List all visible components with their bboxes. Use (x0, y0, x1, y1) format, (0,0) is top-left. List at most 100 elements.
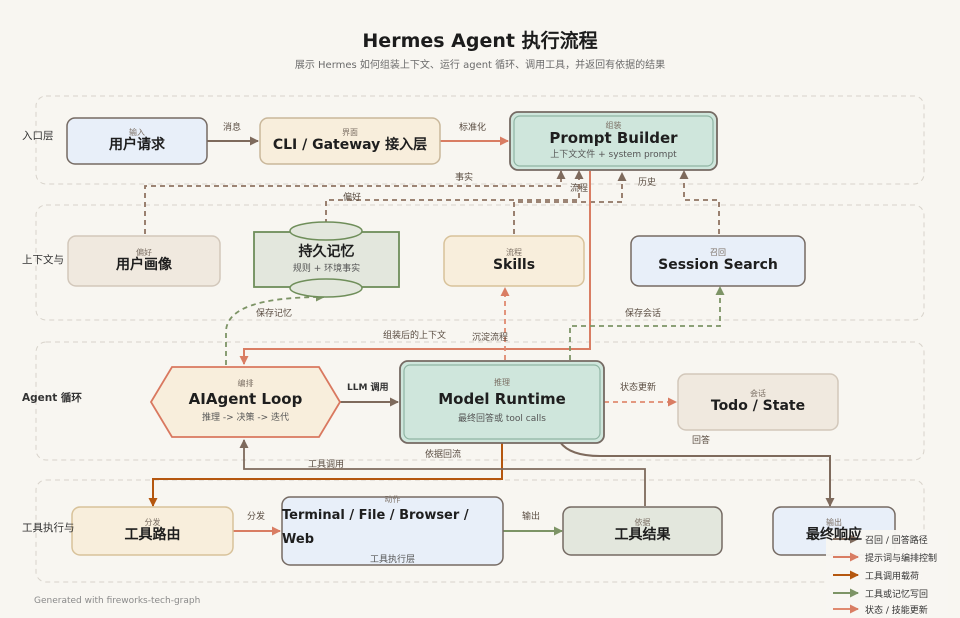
edge-runtime-to-router (148, 442, 503, 507)
node-memory-top (289, 221, 363, 241)
legend-label-prompt-control: 提示词与编排控制 (865, 554, 938, 564)
node-sub: 最终回答或 tool calls (458, 414, 546, 424)
node-cli-gateway-box (259, 117, 441, 165)
node-sub: 规则 + 环境事实 (292, 264, 361, 274)
node-tag: 输入 (129, 128, 145, 137)
node-tag: 分发 (144, 518, 161, 527)
edge-label-distill-flow: 沉淀流程 (472, 333, 509, 343)
node-todo-state[interactable]: 会话 Todo / State (678, 374, 838, 430)
node-prompt-builder-inner (513, 115, 714, 167)
edge-label-save-session: 保存会话 (625, 309, 662, 319)
edge-skills-to-prompt (513, 172, 627, 234)
node-session-search[interactable]: 召回 Session Search (631, 236, 805, 286)
node-tag: 依据 (634, 518, 651, 527)
edge-label-history: 历史 (638, 178, 657, 188)
node-todo-state-box (677, 373, 839, 431)
node-label: Prompt Builder (549, 128, 678, 147)
node-model-runtime[interactable]: 推理 Model Runtime 最终回答或 tool calls (400, 361, 604, 443)
edge-label-message: 消息 (223, 123, 242, 133)
edge-label-save-memory: 保存记忆 (256, 309, 293, 319)
node-label: Session Search (658, 257, 778, 273)
edge-label-llm-call: LLM 调用 (347, 383, 389, 393)
node-label: 最终响应 (806, 527, 862, 543)
edge-label-answer: 回答 (692, 436, 711, 446)
edge-label-normalize: 标准化 (459, 123, 487, 133)
edge-runtime-to-final (559, 441, 835, 507)
node-label: 工具路由 (124, 527, 181, 543)
node-session-search-box (630, 235, 806, 287)
diagram-title: Hermes Agent 执行流程 (362, 30, 598, 52)
edge-result-to-agent (239, 439, 646, 506)
node-tag: 流程 (506, 248, 522, 257)
node-tool-result-box (562, 506, 723, 556)
edge-session-to-prompt (679, 170, 720, 234)
edge-memory-to-prompt (325, 170, 584, 224)
node-prompt-builder-box (509, 111, 718, 171)
node-terminal-box (281, 496, 504, 566)
lane-label-tools: 工具执行与 (22, 522, 75, 534)
node-tag: 输出 (826, 518, 842, 527)
node-label: 用户请求 (109, 137, 165, 153)
lane-label-entry: 入口层 (22, 130, 54, 142)
legend-label-recall: 召回 / 回答路径 (865, 536, 928, 546)
legend-label-writeback: 工具或记忆写回 (865, 590, 929, 600)
node-label: 用户画像 (116, 257, 172, 273)
node-label: Terminal / File / Browser / Web (282, 508, 469, 547)
node-label: CLI / Gateway 接入层 (272, 137, 428, 153)
edge-runtime-to-session (569, 286, 725, 360)
edge-profile-to-prompt (144, 170, 566, 234)
edge-label-facts: 事实 (455, 173, 474, 183)
node-sub: 推理 -> 决策 -> 迭代 (201, 413, 290, 423)
node-user-profile-box (67, 235, 221, 287)
node-memory[interactable]: 持久记忆 规则 + 环境事实 (254, 238, 399, 282)
node-label: AIAgent Loop (188, 390, 303, 408)
node-agent-loop-shape (149, 366, 342, 438)
edge-label-state-update: 状态更新 (620, 383, 657, 393)
legend-box (826, 530, 948, 616)
lane-context (35, 204, 925, 321)
node-cli-gateway[interactable]: 界面 CLI / Gateway 接入层 (260, 118, 440, 164)
node-tag: 会话 (750, 389, 766, 398)
node-model-runtime-inner (403, 364, 601, 440)
node-tool-router[interactable]: 分发 工具路由 (72, 507, 233, 555)
lane-entry (35, 95, 925, 185)
edge-label-tool-call: 工具调用 (308, 460, 345, 470)
legend-label-state-skill: 状态 / 技能更新 (865, 606, 928, 616)
legend-label-tool-payload: 工具调用载荷 (865, 572, 920, 582)
node-tool-router-box (71, 506, 234, 556)
node-tag: 召回 (710, 248, 726, 257)
node-tag: 偏好 (136, 248, 152, 257)
node-terminal[interactable]: 动作 Terminal / File / Browser / Web 工具执行层 (282, 495, 503, 565)
node-agent-loop[interactable]: 编排 AIAgent Loop 推理 -> 决策 -> 迭代 (151, 367, 340, 437)
lane-label-agent: Agent 循环 (22, 392, 82, 404)
node-skills-box (443, 235, 585, 287)
node-user-profile[interactable]: 偏好 用户画像 (68, 236, 220, 286)
edge-label-preference: 偏好 (343, 193, 362, 203)
node-tag: 组装 (605, 120, 622, 130)
node-label: Model Runtime (438, 390, 566, 408)
edge-prompt-to-agent (239, 171, 591, 365)
node-memory-bottom (289, 278, 363, 298)
node-final-answer[interactable]: 输出 最终响应 (773, 507, 895, 555)
edge-label-assembled-context: 组装后的上下文 (383, 331, 447, 341)
lane-agent (35, 341, 925, 461)
node-user-request[interactable]: 输入 用户请求 (67, 118, 207, 164)
node-user-request-box (66, 117, 208, 165)
node-sub: 工具执行层 (369, 555, 415, 565)
edge-label-dispatch: 分发 (247, 512, 266, 522)
node-prompt-builder[interactable]: 组装 Prompt Builder 上下文文件 + system prompt (510, 112, 717, 170)
node-tool-result[interactable]: 依据 工具结果 (563, 507, 722, 555)
edge-label-output: 输出 (522, 512, 541, 522)
node-tag: 推理 (494, 378, 510, 387)
node-label: 持久记忆 (298, 244, 355, 260)
edge-label-flow: 流程 (570, 184, 589, 194)
diagram-subtitle: 展示 Hermes 如何组装上下文、运行 agent 循环、调用工具，并返回有依… (294, 60, 666, 71)
node-model-runtime-box (399, 360, 605, 444)
edge-agent-to-memory (225, 292, 325, 365)
node-skills[interactable]: 流程 Skills (444, 236, 584, 286)
edge-label-grounded-return: 依据回流 (425, 450, 462, 460)
node-label: Skills (492, 257, 536, 273)
node-tag: 界面 (342, 128, 358, 137)
